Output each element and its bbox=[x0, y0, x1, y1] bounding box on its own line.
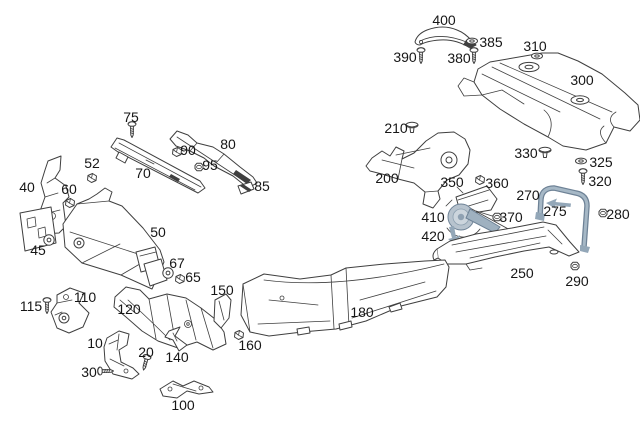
part-label-385[interactable]: 385 bbox=[479, 34, 503, 50]
part-380-screw bbox=[469, 47, 479, 64]
part-label-380[interactable]: 380 bbox=[447, 50, 471, 66]
part-100-bracket bbox=[159, 380, 214, 399]
part-label-30[interactable]: 30 bbox=[81, 364, 97, 380]
part-360-clip bbox=[475, 175, 485, 185]
part-80-strip bbox=[169, 130, 258, 189]
part-label-325[interactable]: 325 bbox=[589, 154, 613, 170]
part-115-screw bbox=[42, 297, 52, 314]
part-110-bracket bbox=[50, 287, 90, 334]
part-200-bracket bbox=[365, 131, 471, 209]
part-label-115[interactable]: 115 bbox=[19, 298, 43, 314]
part-270-frame bbox=[535, 185, 590, 253]
part-label-420[interactable]: 420 bbox=[421, 228, 445, 244]
part-label-320[interactable]: 320 bbox=[588, 173, 612, 189]
part-390-screw bbox=[416, 47, 426, 64]
part-70-rail bbox=[110, 137, 206, 194]
part-320-screw bbox=[578, 168, 588, 185]
part-10-bracket bbox=[103, 330, 140, 380]
part-120-heat-shield bbox=[113, 286, 227, 351]
part-label-70[interactable]: 70 bbox=[135, 165, 151, 181]
part-label-120[interactable]: 120 bbox=[117, 301, 141, 317]
part-label-52[interactable]: 52 bbox=[84, 155, 100, 171]
part-label-100[interactable]: 100 bbox=[171, 397, 195, 413]
part-label-350[interactable]: 350 bbox=[440, 174, 464, 190]
part-label-20[interactable]: 20 bbox=[138, 344, 154, 360]
part-325-washer bbox=[575, 157, 587, 165]
part-label-270[interactable]: 270 bbox=[516, 187, 540, 203]
part-label-310[interactable]: 310 bbox=[523, 38, 547, 54]
part-label-370[interactable]: 370 bbox=[499, 209, 523, 225]
part-label-67[interactable]: 67 bbox=[169, 255, 185, 271]
part-label-65[interactable]: 65 bbox=[185, 269, 201, 285]
part-250-heat-shield bbox=[432, 221, 580, 271]
part-275-arrow bbox=[546, 198, 571, 209]
part-150-bracket bbox=[213, 293, 232, 329]
part-52-clip bbox=[87, 173, 97, 183]
part-label-210[interactable]: 210 bbox=[384, 120, 408, 136]
part-85-plate bbox=[237, 181, 255, 195]
part-60-clip bbox=[65, 198, 75, 208]
part-label-180[interactable]: 180 bbox=[350, 304, 374, 320]
part-385-washer bbox=[466, 37, 478, 45]
part-300-heat-shield bbox=[457, 52, 640, 151]
part-label-400[interactable]: 400 bbox=[432, 12, 456, 28]
part-label-40[interactable]: 40 bbox=[19, 179, 35, 195]
part-label-280[interactable]: 280 bbox=[606, 206, 630, 222]
part-label-360[interactable]: 360 bbox=[485, 175, 509, 191]
part-label-390[interactable]: 390 bbox=[393, 49, 417, 65]
part-label-140[interactable]: 140 bbox=[165, 349, 189, 365]
part-label-160[interactable]: 160 bbox=[238, 337, 262, 353]
part-65-clip bbox=[175, 274, 185, 284]
part-400-shield bbox=[414, 26, 477, 49]
part-label-90[interactable]: 90 bbox=[180, 142, 196, 158]
part-label-330[interactable]: 330 bbox=[514, 145, 538, 161]
part-330-fastener bbox=[538, 146, 552, 158]
part-label-45[interactable]: 45 bbox=[30, 242, 46, 258]
part-label-250[interactable]: 250 bbox=[510, 265, 534, 281]
part-label-410[interactable]: 410 bbox=[421, 209, 445, 225]
part-label-110[interactable]: 110 bbox=[73, 289, 97, 305]
part-label-80[interactable]: 80 bbox=[220, 136, 236, 152]
part-label-150[interactable]: 150 bbox=[210, 282, 234, 298]
part-label-200[interactable]: 200 bbox=[375, 170, 399, 186]
part-180-tunnel-shield bbox=[240, 259, 450, 337]
part-label-300[interactable]: 300 bbox=[570, 72, 594, 88]
part-label-60[interactable]: 60 bbox=[61, 181, 77, 197]
part-140-clip bbox=[164, 326, 188, 352]
part-label-75[interactable]: 75 bbox=[123, 109, 139, 125]
part-50-heat-shield bbox=[62, 187, 168, 290]
part-label-10[interactable]: 10 bbox=[87, 335, 103, 351]
part-label-95[interactable]: 95 bbox=[202, 157, 218, 173]
part-210-fastener bbox=[405, 121, 419, 133]
part-label-290[interactable]: 290 bbox=[565, 273, 589, 289]
part-label-50[interactable]: 50 bbox=[150, 224, 166, 240]
part-410-disc bbox=[445, 199, 513, 238]
part-label-85[interactable]: 85 bbox=[254, 178, 270, 194]
part-label-275[interactable]: 275 bbox=[543, 203, 567, 219]
part-290-nut bbox=[570, 261, 580, 271]
